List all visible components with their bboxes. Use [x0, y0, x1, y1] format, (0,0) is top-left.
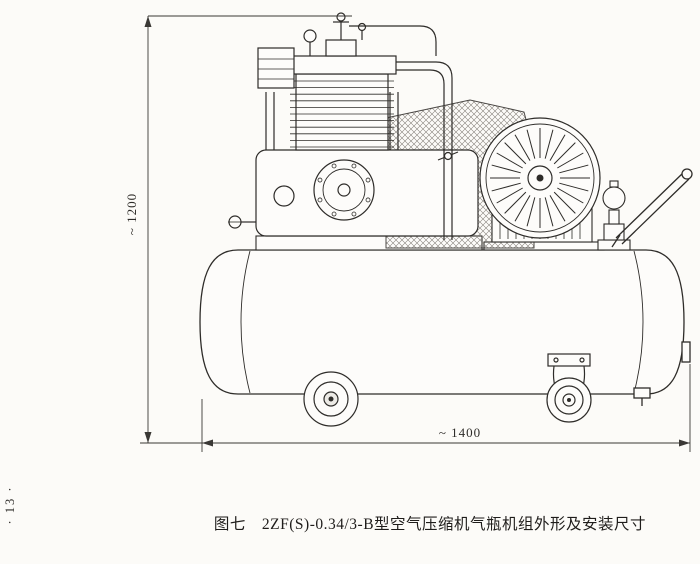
detail-bolt [351, 211, 357, 217]
cylinder-head [287, 55, 397, 75]
tank-shell [199, 249, 685, 395]
regulator-stem [608, 209, 620, 225]
detail-line [559, 182, 589, 192]
detail-line [526, 129, 536, 159]
detail-line [557, 187, 584, 204]
detail-bolt [365, 177, 371, 183]
discharge-pipe-outer [396, 61, 453, 240]
regulator-nipple [609, 180, 619, 188]
fan-slats [490, 128, 590, 228]
detail-bolt [365, 197, 371, 203]
fan-guard-inner-rim [485, 123, 595, 233]
tank [199, 249, 691, 406]
figure-caption: 图七 2ZF(S)-0.34/3-B型空气压缩机气瓶机组外形及安装尺寸 [214, 515, 646, 533]
pipe-valve-body [443, 151, 453, 161]
inspection-cover-bolt-circle [322, 168, 366, 212]
caster-bolt [579, 357, 585, 363]
caster-rim [554, 385, 584, 415]
detail-line [514, 195, 531, 222]
valve-chest [325, 39, 357, 57]
detail-line [553, 191, 576, 214]
detail-line [549, 195, 566, 222]
tank-weld-seam-right [633, 250, 644, 394]
dim-arrow-right [679, 439, 690, 447]
detail-line [491, 182, 521, 192]
detail-line [504, 191, 527, 214]
detail-line [544, 197, 554, 227]
caster-bolt [553, 357, 559, 363]
handle-bar-bottom [621, 178, 690, 245]
detail-line [526, 197, 536, 227]
dim-arrow-left [202, 439, 213, 447]
detail-line [557, 152, 584, 169]
handle [611, 168, 693, 248]
detail-line [491, 164, 521, 174]
handle-grip [681, 168, 693, 180]
page-number: · 13 · [3, 485, 17, 524]
tank-weld-seam-left [240, 250, 251, 394]
dim-arrow-down [144, 432, 152, 443]
detail-line [496, 187, 523, 204]
front-wheel [303, 371, 359, 427]
regulator-ball [602, 186, 626, 210]
pressure-regulator [597, 180, 631, 251]
caster-wheel [546, 353, 592, 423]
detail-bolt [331, 163, 337, 169]
fan-hub-center [536, 174, 544, 182]
caster-axle [567, 398, 571, 402]
detail-line [549, 134, 566, 161]
cylinder [295, 73, 389, 151]
safety-valve-cap [336, 12, 346, 22]
detail-line [514, 134, 531, 161]
unloader-pipe [349, 25, 437, 56]
cover-bolts [317, 163, 371, 217]
air-filter [257, 47, 295, 89]
handle-bracket [611, 234, 621, 248]
handle-bar-top [615, 171, 685, 239]
detail-line [504, 142, 527, 165]
small-valve-wheel [357, 22, 367, 32]
detail-line [496, 152, 523, 169]
tank-outlet-stub [681, 341, 691, 363]
inspection-cover-center [337, 183, 351, 197]
oil-filler [273, 185, 295, 207]
detail-bolt [351, 163, 357, 169]
caster-plate [547, 353, 591, 367]
dim-length-label: ~ 1400 [439, 425, 481, 440]
compressor [228, 12, 479, 237]
pressure-gauge [303, 29, 317, 43]
dim-height-label: ~ 1200 [124, 193, 139, 235]
detail-line [553, 142, 576, 165]
dimension-height [140, 15, 352, 444]
pipes [349, 25, 459, 240]
regulator-body [603, 223, 625, 241]
detail-bolt [331, 211, 337, 217]
detail-line [544, 129, 554, 159]
discharge-pipe-inner [396, 69, 445, 240]
dimension-length [201, 364, 691, 452]
detail-bolt [317, 177, 323, 183]
tank-drain-valve [633, 387, 651, 399]
front-wheel-rim [313, 381, 349, 417]
detail-bolt [317, 197, 323, 203]
fan-wheel [479, 117, 601, 239]
detail-line [559, 164, 589, 174]
front-wheel-axle [328, 396, 334, 402]
dim-arrow-up [144, 16, 152, 27]
cylinder-fins [290, 80, 394, 148]
